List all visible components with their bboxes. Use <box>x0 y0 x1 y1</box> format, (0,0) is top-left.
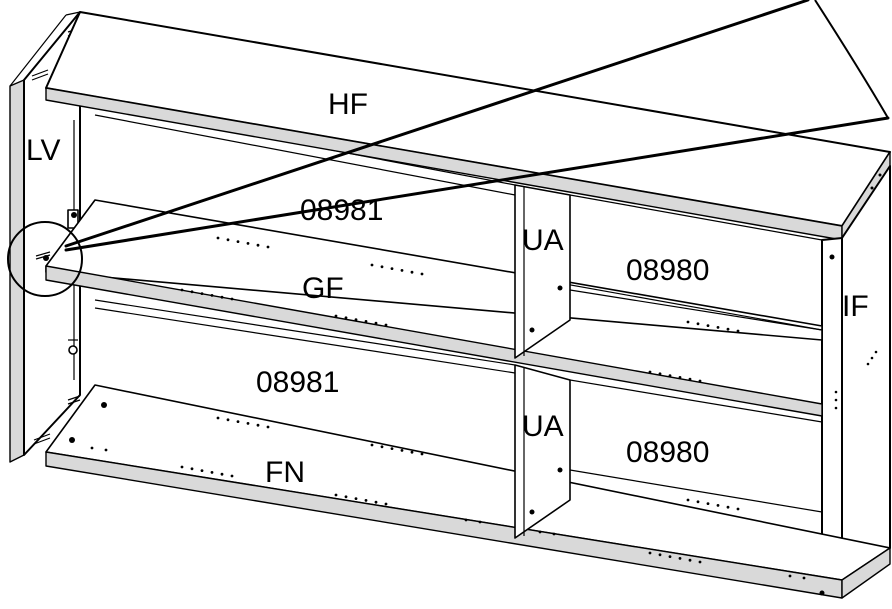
label-lower-right-part: 08980 <box>626 436 709 469</box>
bottom-panel <box>45 384 891 599</box>
label-upper-right-part: 08980 <box>626 254 709 287</box>
label-upper-divider: UA <box>522 224 564 257</box>
top-panel <box>45 11 891 241</box>
left-side-panel <box>9 11 81 463</box>
right-side-panel <box>821 165 891 591</box>
label-right-side: IF <box>842 290 869 323</box>
shelf-pin-dots <box>90 236 806 580</box>
compartment-edges <box>569 289 823 513</box>
label-lower-divider: UA <box>522 410 564 443</box>
label-bottom-panel: FN <box>265 456 305 489</box>
back-panel-lines <box>94 104 823 423</box>
upper-divider <box>514 184 571 359</box>
label-middle-shelf: GF <box>302 272 344 305</box>
label-upper-left-part: 08981 <box>300 194 383 227</box>
middle-shelf <box>43 199 823 417</box>
part-labels: LV IF HF GF FN UA UA 08981 08980 08981 0… <box>26 88 869 489</box>
label-lower-left-part: 08981 <box>256 366 339 399</box>
label-top-panel: HF <box>328 88 368 121</box>
detail-callout <box>7 0 890 297</box>
lower-divider <box>514 364 571 539</box>
label-left-side: LV <box>26 134 60 167</box>
